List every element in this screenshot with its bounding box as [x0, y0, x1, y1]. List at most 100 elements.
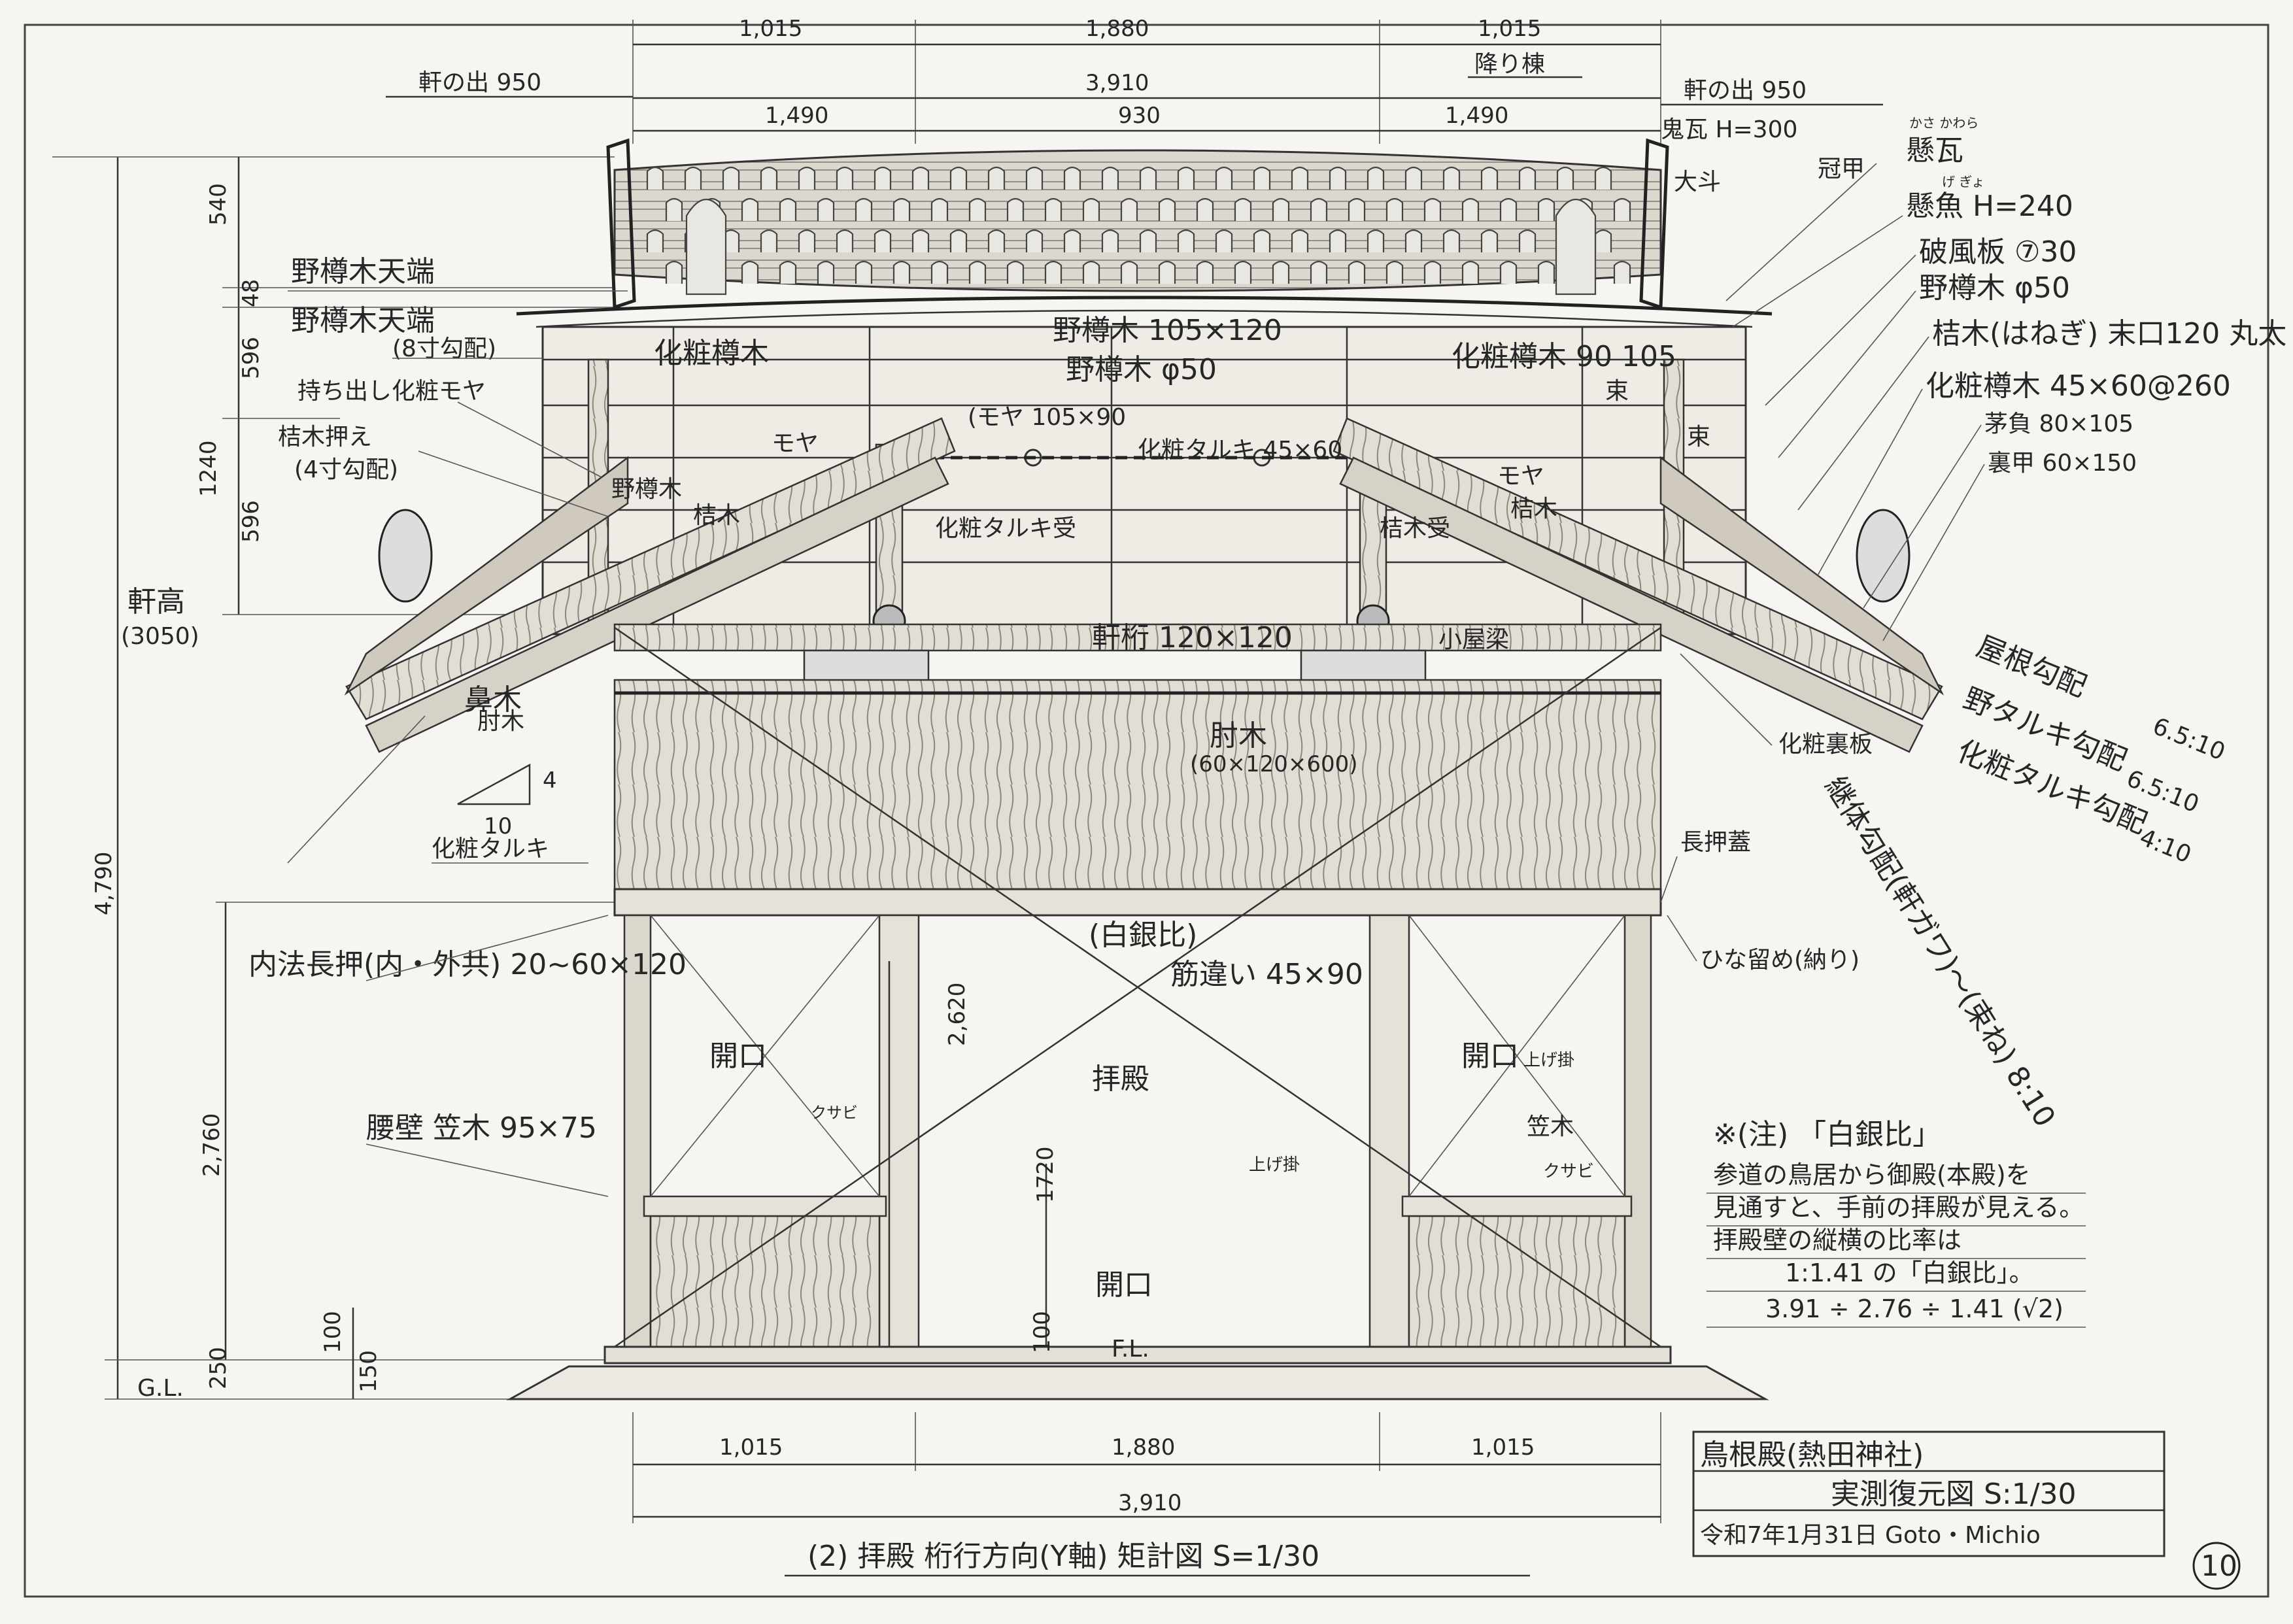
- roof-tile: [779, 197, 797, 221]
- roof-tile: [1348, 197, 1366, 221]
- dim-top-mid: 1,880: [1085, 16, 1149, 42]
- label-hanegi-osae: 桔木押え: [278, 424, 372, 450]
- roof-tile: [1025, 229, 1044, 252]
- drawing-caption: (2) 拝殿 桁行方向(Y軸) 矩計図 S=1/30: [807, 1540, 1319, 1573]
- roof-tile: [1234, 260, 1252, 284]
- roof-tile: [1044, 197, 1062, 221]
- roof-tile: [1556, 166, 1574, 190]
- roof-tile: [1367, 229, 1385, 252]
- roof-tile: [1594, 229, 1612, 252]
- label-hanegi: 桔木(はねぎ) 末口120 丸太: [1932, 317, 2286, 350]
- note-line-3: 拝殿壁の縦横の比率は: [1713, 1226, 1962, 1255]
- label-nokidaka: 軒高: [127, 585, 185, 618]
- label-keshotaruki-45: 化粧タルキ 45×60: [1138, 437, 1342, 464]
- roof-tile: [1120, 197, 1138, 221]
- roof-tile: [1404, 166, 1423, 190]
- label-kusabi-l: クサビ: [811, 1104, 858, 1122]
- label-kaiko-r: 開口: [1461, 1040, 1519, 1073]
- roof-tile: [1006, 197, 1025, 221]
- label-keno: 懸魚 H=240: [1906, 190, 2073, 223]
- label-hijiki-main: 肘木: [1210, 719, 1267, 753]
- roof-tile: [1063, 229, 1081, 252]
- label-hanegi-diag: 桔木: [693, 502, 740, 529]
- label-daito: 大斗: [1674, 169, 1721, 195]
- roof-tile: [1101, 229, 1119, 252]
- roof-tile: [1025, 166, 1044, 190]
- roof-tile: [1423, 197, 1442, 221]
- roof-tile: [968, 260, 987, 284]
- sheet-number: 10: [2201, 1549, 2237, 1583]
- label-koyabari: 小屋梁: [1438, 626, 1509, 653]
- label-kayaoi: 茅負 80×105: [1984, 411, 2133, 437]
- roof-tile: [1158, 260, 1176, 284]
- roof-tile: [1215, 166, 1233, 190]
- roof-tile: [1518, 229, 1537, 252]
- label-moya-r: モヤ: [1497, 463, 1544, 490]
- label-hijiki-size: (60×120×600): [1190, 751, 1358, 777]
- roof-tile: [722, 166, 740, 190]
- dim-100-a: 100: [320, 1311, 346, 1353]
- roof-tile: [1291, 166, 1309, 190]
- label-kasagi-r: 笠木: [1527, 1113, 1574, 1140]
- roof-tiles: [516, 138, 1773, 328]
- roof-tile: [1196, 260, 1214, 284]
- label-sujikai: 筋違い 45×90: [1170, 958, 1363, 991]
- roof-tile: [911, 229, 930, 252]
- roof-tile: [1272, 260, 1290, 284]
- roof-tile: [1082, 197, 1100, 221]
- roof-tile: [1158, 197, 1176, 221]
- roof-tile: [1499, 197, 1518, 221]
- roof-tile: [665, 197, 683, 221]
- labels: 鬼瓦 H=300 大斗 冠甲 かさ かわら 懸瓦 げ ぎょ 懸魚 H=240 破…: [121, 115, 2286, 1362]
- label-keshotaruki-90: 化粧樽木 90 105: [1452, 340, 1676, 373]
- label-keshotaruki-l: 化粧樽木: [654, 337, 769, 370]
- title-block: 鳥根殿(熱田神社) 実測復元図 S:1/30 令和7年1月31日 Goto・Mi…: [1692, 1430, 2166, 1557]
- slope-4: 4: [543, 768, 557, 794]
- roof-tile: [1253, 166, 1271, 190]
- roof-tile: [892, 197, 911, 221]
- label-mochidashi: 持ち出し化粧モヤ: [297, 378, 486, 405]
- walls: [506, 626, 1769, 1400]
- roof-tile: [1044, 260, 1062, 284]
- label-hanegi-tsuka: 桔木受: [1380, 515, 1450, 542]
- roof-tile: [817, 260, 835, 284]
- note-title: ※(注) 「白銀比」: [1713, 1118, 1941, 1151]
- roof-tile: [1196, 197, 1214, 221]
- top-dimensions: 1,015 1,880 1,015 3,910 1,490 930 1,490 …: [386, 16, 1883, 144]
- roof-tile: [798, 166, 816, 190]
- roof-tile: [1385, 260, 1404, 284]
- label-keshotaruki-bl: 化粧タルキ: [432, 836, 549, 862]
- roof-tile: [646, 166, 664, 190]
- roof-tile: [1272, 197, 1290, 221]
- dim-bottom-right: 1,015: [1471, 1434, 1535, 1461]
- roof-tile: [1139, 229, 1157, 252]
- roof-tile: [1291, 229, 1309, 252]
- title-line-3: 令和7年1月31日 Goto・Michio: [1700, 1522, 2041, 1549]
- roof-tile: [1613, 260, 1631, 284]
- label-hakugin-top: (白銀比): [1089, 919, 1197, 952]
- roof-tile: [836, 229, 854, 252]
- label-keshoura: 化粧裏板: [1778, 731, 1873, 758]
- roof-tile: [1537, 260, 1555, 284]
- label-osae-note: (4寸勾配): [294, 456, 398, 483]
- roof-tile: [874, 229, 892, 252]
- dim-596-a: 596: [238, 337, 264, 379]
- label-keshotaruki-r: 化粧樽木 45×60@260: [1926, 369, 2231, 403]
- label-notaruki-phi2: 野樽木 φ50: [1066, 353, 1217, 386]
- label-tsuka-r: 束: [1687, 424, 1710, 450]
- roof-tile: [1177, 229, 1195, 252]
- roof-tile: [949, 166, 968, 190]
- label-keno-ruby: げ ぎょ: [1942, 174, 1984, 190]
- roof-tile: [949, 229, 968, 252]
- roof-tile: [779, 260, 797, 284]
- label-nokigeta: 軒桁 120×120: [1092, 621, 1293, 654]
- roof-tile: [1594, 166, 1612, 190]
- roof-tile: [930, 197, 949, 221]
- dim-bottom-total: 3,910: [1118, 1490, 1181, 1516]
- roof-tile: [1499, 260, 1518, 284]
- dim-150: 150: [356, 1350, 382, 1393]
- label-agekake-c: 上げ掛: [1249, 1155, 1300, 1175]
- roof-tile: [1461, 260, 1480, 284]
- dim-48: 48: [238, 279, 264, 307]
